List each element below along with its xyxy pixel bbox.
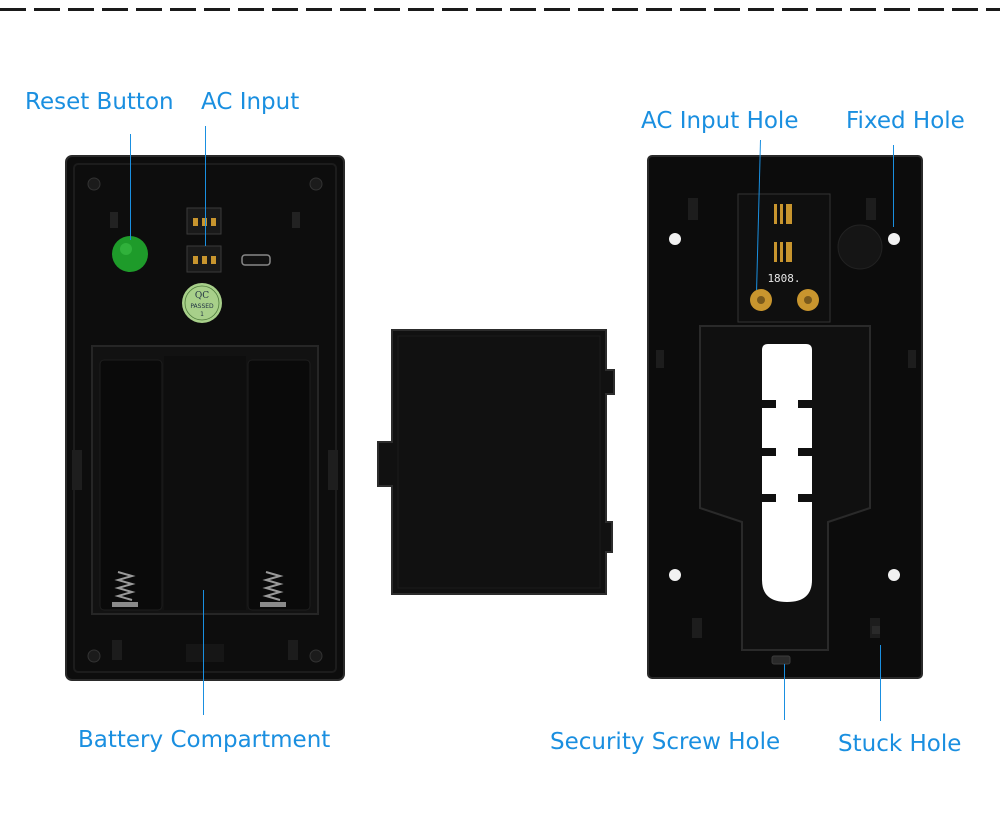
fixed-hole-bottom-right-icon	[888, 569, 900, 581]
leader-battery-compartment	[203, 590, 204, 715]
security-screw-hole-icon	[771, 655, 791, 665]
callout-fixed-hole: Fixed Hole	[846, 108, 965, 134]
callout-security-screw-hole: Security Screw Hole	[550, 729, 781, 755]
battery-cover-body	[377, 329, 615, 595]
screw-top-right-icon	[309, 177, 323, 191]
screw-bottom-left-icon	[87, 649, 101, 663]
qc-sticker-icon: QC PASSED 1	[182, 283, 222, 323]
doorbell-back-view: QC PASSED 1	[65, 155, 345, 681]
pcb-code-text: 1808.	[767, 272, 800, 285]
fixed-hole-top-right-icon	[888, 233, 900, 245]
reset-button-icon	[112, 236, 148, 272]
battery-spring-left-icon	[112, 571, 138, 607]
leader-fixed-hole	[893, 145, 894, 227]
bracket-keyhole-slot	[762, 344, 812, 602]
qc-sticker-bottom-text: 1	[200, 311, 204, 318]
battery-cover-view	[377, 329, 615, 595]
fixed-hole-bottom-left-icon	[669, 569, 681, 581]
callout-stuck-hole: Stuck Hole	[838, 731, 962, 757]
leader-ac-input	[205, 126, 206, 246]
battery-spring-right-icon	[260, 571, 286, 607]
leader-security-screw-hole	[784, 664, 785, 720]
top-dashed-rule	[0, 8, 1000, 11]
mounting-bracket-view: 1808.	[647, 155, 923, 679]
stuck-hole-icon	[872, 626, 880, 634]
leader-stuck-hole	[880, 645, 881, 721]
callout-ac-input: AC Input	[201, 89, 300, 115]
micro-usb-port-icon	[241, 254, 271, 266]
pcb-board-icon: 1808.	[737, 193, 831, 323]
ac-input-switch-icon	[186, 207, 222, 273]
screw-bottom-right-icon	[309, 649, 323, 663]
qc-sticker-top-text: QC	[195, 291, 209, 301]
callout-ac-input-hole: AC Input Hole	[641, 108, 799, 134]
screw-top-left-icon	[87, 177, 101, 191]
fixed-hole-top-left-icon	[669, 233, 681, 245]
callout-reset-button: Reset Button	[25, 89, 174, 115]
qc-sticker-mid-text: PASSED	[190, 303, 214, 310]
callout-battery-compartment: Battery Compartment	[78, 727, 331, 753]
leader-reset-button	[130, 134, 131, 240]
